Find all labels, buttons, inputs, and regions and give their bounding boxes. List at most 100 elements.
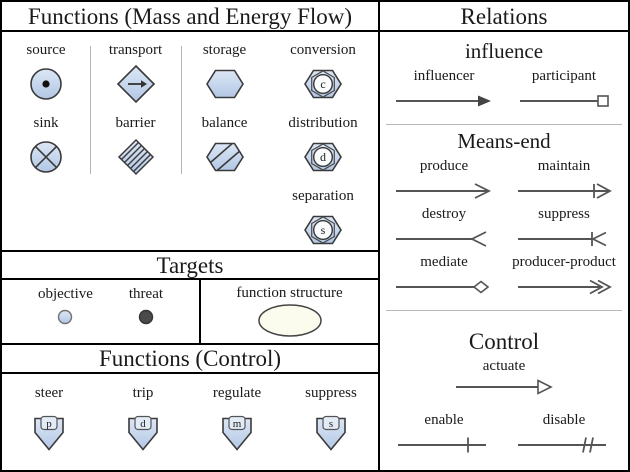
means-end-row-1: produce maintain bbox=[384, 156, 624, 201]
legend-item-destroy: destroy bbox=[384, 204, 504, 249]
item-label: conversion bbox=[290, 42, 356, 58]
produce-arrow-icon bbox=[396, 183, 492, 199]
legend-item-separation: separation s bbox=[268, 178, 378, 250]
legend-item-produce: produce bbox=[384, 156, 504, 201]
item-label: producer-product bbox=[512, 254, 616, 271]
legend-item-suppress-rel: suppress bbox=[504, 204, 624, 249]
legend-item-trip: trip d bbox=[96, 385, 190, 470]
item-label: actuate bbox=[482, 357, 526, 374]
targets-right-cell: function structure bbox=[199, 280, 378, 343]
legend-item-balance: balance bbox=[181, 105, 268, 178]
steer-icon: p bbox=[34, 416, 64, 452]
left-panel: Functions (Mass and Energy Flow) source … bbox=[2, 2, 380, 470]
item-label: balance bbox=[201, 115, 248, 131]
regulate-icon: m bbox=[222, 416, 252, 452]
item-label: transport bbox=[108, 42, 163, 58]
item-label: steer bbox=[34, 385, 64, 401]
means-end-row-2: destroy suppress bbox=[384, 204, 624, 249]
item-label: maintain bbox=[537, 157, 591, 174]
targets-left-cell: objective threat bbox=[2, 280, 199, 343]
legend-item-storage: storage bbox=[181, 32, 268, 105]
item-label: destroy bbox=[421, 205, 467, 222]
item-label: separation bbox=[292, 188, 354, 204]
destroy-arrow-icon bbox=[396, 231, 487, 247]
relations-panel: Relations influence influencer participa… bbox=[380, 2, 628, 470]
flow-functions-title: Functions (Mass and Energy Flow) bbox=[2, 2, 378, 32]
targets-body: objective threat function structure bbox=[2, 280, 378, 343]
item-label: influencer bbox=[413, 68, 475, 85]
threat-icon bbox=[138, 310, 154, 325]
item-label: suppress bbox=[305, 385, 357, 401]
item-label: disable bbox=[542, 412, 586, 429]
suppress-fn-icon: s bbox=[316, 416, 346, 452]
objective-icon bbox=[58, 310, 73, 325]
control-heading: Control bbox=[468, 329, 540, 355]
svg-text:d: d bbox=[140, 418, 146, 430]
item-label: suppress bbox=[538, 205, 590, 222]
legend-item-sink: sink bbox=[2, 105, 90, 178]
svg-text:p: p bbox=[46, 418, 52, 430]
column-divider bbox=[90, 46, 91, 174]
balance-icon bbox=[205, 142, 244, 172]
item-label: trip bbox=[132, 385, 154, 401]
legend-item-suppress-fn: suppress s bbox=[284, 385, 378, 470]
item-label: objective bbox=[37, 286, 93, 302]
legend-item-participant: participant bbox=[504, 66, 624, 111]
item-label: participant bbox=[531, 68, 597, 85]
svg-text:m: m bbox=[233, 418, 242, 430]
item-label: distribution bbox=[288, 115, 358, 131]
item-label: mediate bbox=[420, 254, 468, 271]
legend-item-maintain: maintain bbox=[504, 156, 624, 201]
legend-item-barrier: barrier bbox=[90, 105, 181, 178]
maintain-arrow-icon bbox=[518, 183, 612, 199]
legend-item-actuate: actuate bbox=[384, 356, 624, 397]
control-row-1: actuate bbox=[384, 356, 624, 397]
section-divider bbox=[386, 124, 622, 126]
influence-heading: influence bbox=[464, 39, 544, 63]
legend-item-disable: disable bbox=[504, 410, 624, 455]
mediate-arrow-icon bbox=[396, 280, 490, 294]
svg-text:d: d bbox=[320, 150, 326, 164]
trip-icon: d bbox=[128, 416, 158, 452]
item-label: enable bbox=[424, 412, 464, 429]
barrier-icon bbox=[117, 139, 154, 176]
legend-item-objective: objective bbox=[38, 286, 93, 326]
transport-icon bbox=[116, 65, 155, 104]
flow-functions-grid: source transport storage bbox=[2, 32, 378, 250]
legend-item-threat: threat bbox=[129, 286, 163, 326]
item-label: sink bbox=[33, 115, 59, 131]
svg-text:s: s bbox=[321, 223, 326, 237]
column-divider bbox=[181, 46, 182, 174]
svg-text:c: c bbox=[320, 77, 325, 91]
control-row-2: enable disable bbox=[384, 410, 624, 455]
function-structure-icon bbox=[257, 304, 322, 337]
control-functions-grid: steer p trip d regulate bbox=[2, 374, 378, 470]
producer-product-arrow-icon bbox=[518, 280, 612, 295]
item-label: regulate bbox=[212, 385, 262, 401]
means-end-heading: Means-end bbox=[457, 129, 551, 154]
legend-item-regulate: regulate m bbox=[190, 385, 284, 470]
legend-item-transport: transport bbox=[90, 32, 181, 105]
disable-arrow-icon bbox=[518, 437, 606, 454]
legend-item-steer: steer p bbox=[2, 385, 96, 470]
item-label: threat bbox=[128, 286, 164, 302]
svg-text:s: s bbox=[329, 418, 333, 430]
separation-icon: s bbox=[304, 215, 342, 245]
source-icon bbox=[30, 68, 62, 101]
means-end-row-3: mediate producer-product bbox=[384, 252, 624, 297]
empty-cell bbox=[181, 178, 268, 250]
storage-icon bbox=[205, 69, 244, 99]
relations-body: influence influencer participant bbox=[380, 32, 628, 470]
function-structure-label: function structure bbox=[236, 285, 343, 301]
section-divider bbox=[386, 310, 622, 312]
control-functions-title: Functions (Control) bbox=[2, 343, 378, 374]
item-label: produce bbox=[419, 157, 469, 174]
item-label: storage bbox=[202, 42, 247, 58]
legend-item-conversion: conversion c bbox=[268, 32, 378, 105]
empty-cell bbox=[90, 178, 181, 250]
relations-title: Relations bbox=[380, 2, 628, 32]
distribution-icon: d bbox=[304, 142, 342, 172]
item-label: source bbox=[26, 42, 66, 58]
legend-item-distribution: distribution d bbox=[268, 105, 378, 178]
